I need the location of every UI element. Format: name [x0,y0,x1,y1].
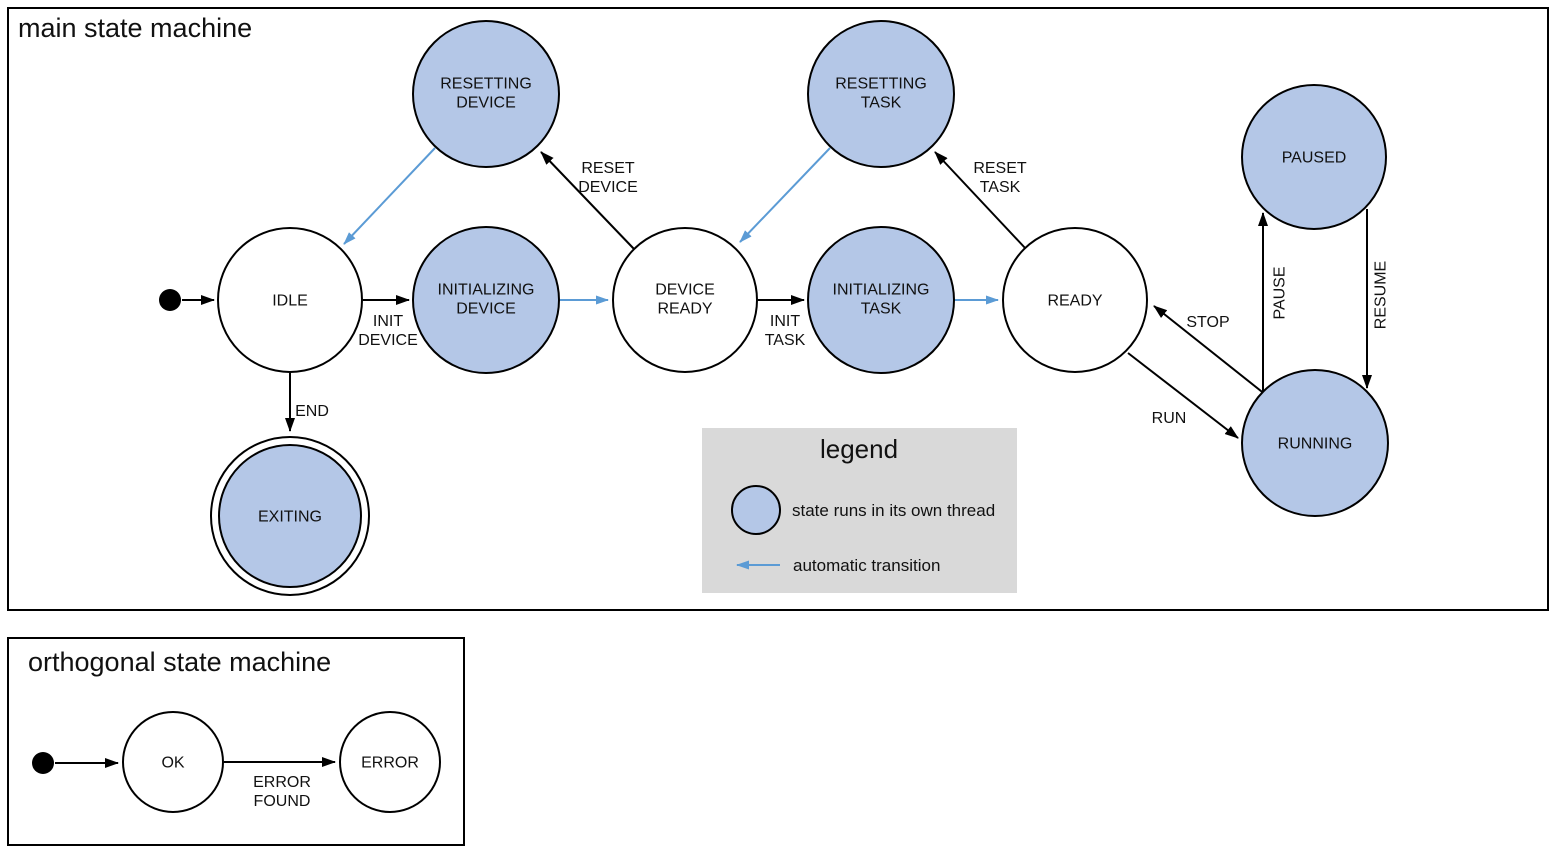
init-task-label-line2: TASK [765,332,806,349]
pause-label: PAUSE [1272,266,1289,319]
state-paused: PAUSED [1241,84,1387,230]
transition-end: END [285,373,329,432]
transition-run: RUN [1127,352,1239,439]
legend-title: legend [820,434,898,464]
transition-pause: PAUSE [1258,212,1289,392]
state-ready-circle [1002,227,1148,373]
state-resetting-task-label-line2: TASK [861,95,902,112]
state-initializing-device-circle [412,226,560,374]
state-idle: IDLE [217,227,363,373]
main-state-machine-panel: main state machine INIT DEVICE RESET DEV… [7,7,1549,611]
error-found-label-line1: ERROR [253,774,311,791]
state-resetting-device-label-line2: DEVICE [456,95,516,112]
reset-device-label-line2: DEVICE [578,179,638,196]
state-exiting-label: EXITING [258,509,322,526]
reset-task-label-line2: TASK [980,179,1021,196]
initial-state-orthogonal [32,752,119,774]
error-found-label-line2: FOUND [254,793,311,810]
state-device-ready-label-line1: DEVICE [655,282,715,299]
run-label: RUN [1152,410,1187,427]
state-initializing-device-label-line1: INITIALIZING [438,282,535,299]
reset-task-arrow [934,151,1027,250]
legend-item-threaded-label: state runs in its own thread [792,501,995,520]
init-device-label-line2: DEVICE [358,332,418,349]
stop-arrow [1153,305,1267,396]
state-idle-label: IDLE [272,293,308,310]
state-paused-circle [1241,84,1387,230]
transition-init-device: INIT DEVICE [358,295,418,349]
state-idle-circle [217,227,363,373]
state-initializing-task-circle [807,226,955,374]
state-initializing-device: INITIALIZING DEVICE [412,226,560,374]
state-ok-label: OK [161,755,184,772]
main-panel-title: main state machine [18,13,252,43]
state-initializing-task: INITIALIZING TASK [807,226,955,374]
state-device-ready-circle [612,227,758,373]
init-task-label-line1: INIT [770,313,800,330]
state-ready-label: READY [1047,293,1102,310]
state-paused-label: PAUSED [1282,150,1347,167]
resume-label: RESUME [1373,261,1390,329]
transition-error-found: ERROR FOUND [224,757,336,810]
state-resetting-device-label-line1: RESETTING [440,76,532,93]
reset-device-arrow [540,151,635,250]
stop-label: STOP [1186,314,1229,331]
transition-resetting-device-done [343,147,436,245]
init-device-label-line1: INIT [373,313,403,330]
state-error-circle [339,711,441,813]
state-error-label: ERROR [361,755,419,772]
state-running-label: RUNNING [1278,436,1353,453]
run-arrow [1127,352,1239,439]
state-resetting-device: RESETTING DEVICE [412,20,560,168]
transition-reset-device: RESET DEVICE [540,151,638,250]
state-resetting-task-circle [807,20,955,168]
state-ok-circle [122,711,224,813]
orthogonal-state-machine-panel: orthogonal state machine ERROR FOUND OK … [7,637,465,846]
state-resetting-device-circle [412,20,560,168]
transition-resetting-task-done [739,147,831,243]
initial-state-main [159,289,215,311]
state-resetting-task-label-line1: RESETTING [835,76,927,93]
state-device-ready: DEVICE READY [612,227,758,373]
state-running-circle [1241,369,1389,517]
state-device-ready-label-line2: READY [657,301,712,318]
state-error: ERROR [339,711,441,813]
reset-device-label-line1: RESET [581,160,635,177]
state-initializing-task-label-line2: TASK [861,301,902,318]
legend-item-automatic-label: automatic transition [793,556,940,575]
auto-arrow-resetting-task-to-device-ready [739,147,831,243]
state-exiting-final: EXITING [210,436,370,596]
threaded-state-circle-icon [731,485,781,535]
end-label: END [295,403,329,420]
state-ready: READY [1002,227,1148,373]
transition-resume: RESUME [1362,209,1390,389]
auto-arrow-resetting-device-to-idle [343,147,436,245]
state-resetting-task: RESETTING TASK [807,20,955,168]
transition-reset-task: RESET TASK [934,151,1027,250]
initial-dot [32,752,54,774]
state-initializing-task-label-line1: INITIALIZING [833,282,930,299]
state-initializing-device-label-line2: DEVICE [456,301,516,318]
initial-dot [159,289,181,311]
state-ok: OK [122,711,224,813]
state-exiting-inner-circle [218,444,362,588]
transition-init-task: INIT TASK [758,295,806,349]
transition-stop: STOP [1153,305,1267,396]
reset-task-label-line1: RESET [973,160,1027,177]
legend: legend state runs in its own thread auto… [702,428,1017,593]
orthogonal-panel-title: orthogonal state machine [28,647,331,677]
state-running: RUNNING [1241,369,1389,517]
